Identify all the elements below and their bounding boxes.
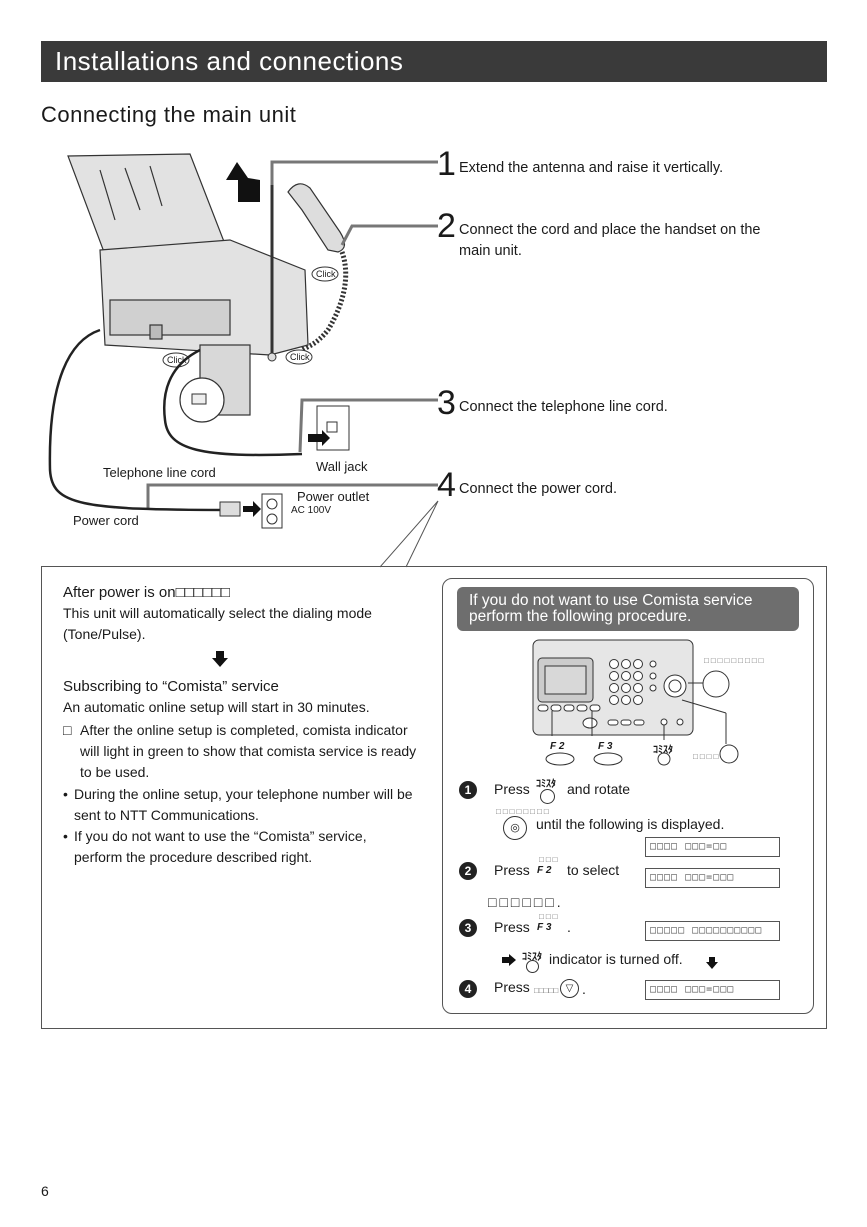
note-text: If you do not want to use the “Comista” …	[74, 828, 367, 865]
power-outlet-label: Power outlet	[297, 489, 370, 504]
step-2-number: 2	[437, 207, 456, 245]
down-arrow-icon-small	[706, 957, 718, 969]
step-4-number: 4	[437, 466, 456, 504]
down-arrow-icon	[212, 651, 228, 667]
note-mark: •	[63, 786, 68, 802]
procedure-box	[442, 578, 814, 1014]
note-text: After the online setup is completed, com…	[80, 722, 417, 780]
comista-indicator-icon	[526, 960, 539, 973]
fax-body	[99, 239, 309, 356]
click-label-handset: Click	[316, 269, 336, 279]
lcd-display-2: □□□□ □□□=□□□	[645, 868, 780, 888]
control-panel-illustration	[532, 639, 739, 766]
callout-pointer	[379, 500, 439, 568]
power-cord-label: Power cord	[73, 513, 139, 528]
step-3-number: 3	[437, 384, 456, 422]
jog-dial-label: □□□□□□□□□	[704, 656, 766, 665]
note-mark: •	[63, 828, 68, 844]
fax-connection-illustration	[48, 153, 438, 529]
jog-dial-icon: ◎	[503, 816, 527, 840]
telephone-line-cord-label: Telephone line cord	[103, 465, 216, 480]
f2-key-top-label: □□□	[539, 855, 560, 864]
comista-key-label: ｺﾐｽﾀ	[653, 745, 673, 756]
handset	[287, 183, 346, 253]
step-2-text: Connect the cord and place the handset o…	[459, 222, 761, 259]
proc-step-2-press: Press	[494, 862, 530, 878]
step-1-number: 1	[437, 145, 456, 183]
proc-step-1-press: Press	[494, 781, 530, 797]
stop-button-icon: ▽	[560, 979, 579, 998]
lcd-display-4: □□□□ □□□=□□□	[645, 980, 780, 1000]
proc-step-3-after: .	[567, 919, 571, 935]
section-title: Connecting the main unit	[41, 102, 297, 127]
after-power-text: This unit will automatically select the …	[63, 605, 372, 642]
note-mark: □	[63, 722, 72, 738]
proc-step-4-number: 4	[459, 980, 477, 998]
right-arrow-icon	[502, 954, 516, 966]
proc-step-3-number: 3	[459, 919, 477, 937]
proc-step-3-result: indicator is turned off.	[549, 951, 683, 967]
comista-title: Subscribing to “Comista” service	[63, 678, 279, 695]
comista-note-1: □ After the online setup is completed, c…	[63, 720, 423, 783]
comista-note-3: • If you do not want to use the “Comista…	[63, 826, 403, 868]
ac-voltage-label: AC 100V	[291, 505, 332, 516]
step-4-text: Connect the power cord.	[459, 481, 617, 497]
comista-key-icon: ｺﾐｽﾀ	[536, 779, 556, 790]
proc-step-2-number: 2	[459, 862, 477, 880]
step-1-text: Extend the antenna and raise it vertical…	[459, 160, 724, 176]
proc-step-3-press: Press	[494, 919, 530, 935]
note-text: During the online setup, your telephone …	[74, 786, 413, 823]
procedure-heading-line-1: If you do not want to use Comista servic…	[469, 592, 753, 609]
proc-step-4-press: Press	[494, 979, 530, 995]
comista-intro: An automatic online setup will start in …	[63, 699, 370, 715]
f2-key-icon: F 2	[537, 865, 552, 876]
proc-step-1-until: until the following is displayed.	[536, 816, 725, 832]
procedure-heading: If you do not want to use Comista servic…	[457, 587, 799, 631]
comista-indicator-key: ｺﾐｽﾀ	[522, 952, 542, 963]
lcd-display-3: □□□□□ □□□□□□□□□□	[645, 921, 780, 941]
page-number: 6	[41, 1183, 49, 1199]
proc-step-2-after: to select	[567, 862, 620, 878]
page-title: Installations and connections	[55, 46, 404, 76]
header-bar	[41, 41, 827, 82]
step-3-text: Connect the telephone line cord.	[459, 399, 668, 415]
jog-label-small: □□□□□□□□	[496, 807, 551, 816]
f2-key-label: F 2	[550, 741, 565, 752]
proc-step-4-after: .	[582, 981, 586, 997]
comista-note-2: • During the online setup, your telephon…	[63, 784, 423, 826]
proc-step-2-select: □□□□□□.	[488, 894, 564, 910]
stop-key-label: □□□□	[693, 752, 721, 761]
info-box	[41, 566, 827, 1029]
f3-key-top-label: □□□	[539, 912, 560, 921]
lcd-display-1: □□□□ □□□=□□	[645, 837, 780, 857]
proc-step-1-after: and rotate	[567, 781, 631, 797]
f3-key-label: F 3	[598, 741, 613, 752]
procedure-heading-line-2: perform the following procedure.	[469, 608, 692, 625]
click-label-line: Click	[167, 355, 187, 365]
wall-jack-label: Wall jack	[316, 459, 368, 474]
proc-step-1-number: 1	[459, 781, 477, 799]
comista-button-icon	[540, 789, 555, 804]
after-power-title-text: After power is on	[63, 584, 176, 601]
f3-key-icon: F 3	[537, 922, 552, 933]
after-power-title-suffix: □□□□□□	[175, 584, 230, 601]
after-power-title: After power is on□□□□□□	[63, 584, 423, 601]
up-arrow-icon	[226, 162, 260, 202]
stop-key-small-label: □□□□□	[534, 986, 559, 995]
click-label-antenna: Click	[290, 352, 310, 362]
